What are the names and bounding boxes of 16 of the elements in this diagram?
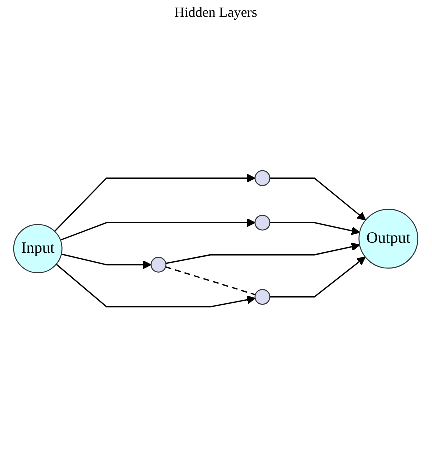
connector	[166, 266, 256, 296]
node-circle	[150, 257, 167, 273]
arrow	[54, 174, 256, 232]
node-circle	[254, 214, 271, 231]
arrow	[56, 264, 256, 308]
node-circle	[254, 289, 271, 306]
arrow	[270, 256, 366, 298]
node-circle: Output	[358, 209, 419, 269]
arrow	[270, 222, 360, 236]
arrow	[270, 178, 366, 221]
layer-label: Hidden Layers	[174, 6, 258, 22]
arrow	[166, 242, 360, 264]
arrow	[60, 218, 256, 241]
node-circle	[254, 170, 271, 186]
arrow	[61, 254, 152, 270]
node-circle: Input	[13, 224, 63, 274]
